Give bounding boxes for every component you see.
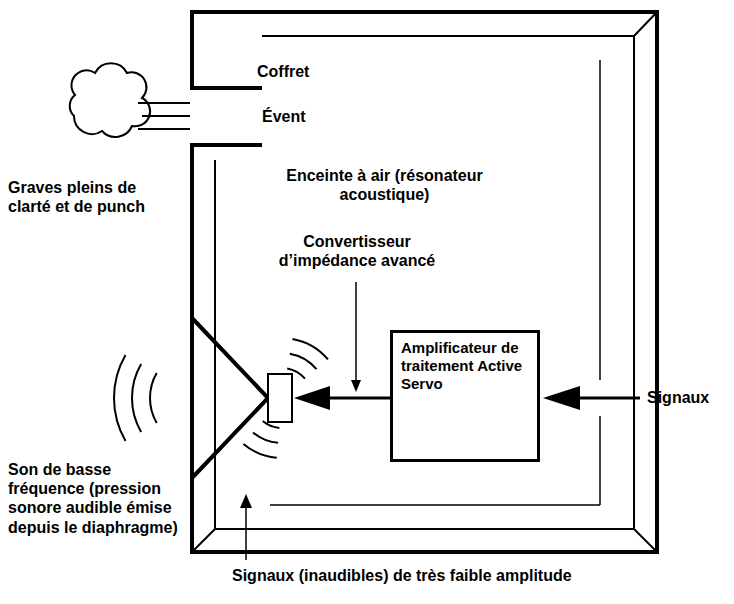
sound-wave [132,364,141,432]
leader-line [355,282,357,382]
sound-wave [287,368,305,378]
sound-wave [114,355,126,441]
cabinet-wall [192,12,657,552]
part-label: Coffret [257,62,309,81]
signal-arrow [325,397,390,400]
part-label: Convertisseur d’impédance avancé [262,232,452,270]
arrow-head [240,494,252,508]
air-flow-line [138,102,190,104]
cabinet-bevel [215,36,634,529]
arrow-head [294,386,330,410]
air-flow-line [138,128,190,130]
cabinet-bevel [270,504,600,506]
vent-wall [190,143,262,147]
vent-wall [190,86,262,90]
air-cloud [70,63,150,137]
sound-wave [253,432,278,442]
amplifier-box: Amplificateur de traitement Active Servo [390,330,540,462]
cabinet-bevel [599,416,601,505]
arrow-head [351,380,361,392]
signal-label: Signaux (inaudibles) de très faible ampl… [232,566,572,585]
sound-wave [290,354,317,369]
effect-label: Graves pleins de clarté et de punch [8,178,176,216]
part-label: Enceinte à air (résonateur acoustique) [272,166,497,204]
air-flow-line [142,115,190,117]
signal-arrow [575,397,640,400]
part-label: Évent [262,107,306,126]
sound-wave [292,339,328,360]
arrow-head [543,386,580,410]
cabinet-bevel [599,60,601,380]
sound-waves [114,339,328,458]
leader-line [245,505,247,560]
cabinet-bevel [634,529,657,552]
cabinet-bevel [214,160,216,300]
voice-coil [268,374,292,422]
effect-label: Son de basse fréquence (pression sonore … [8,460,184,537]
sound-wave [150,373,157,423]
sound-wave [243,444,276,458]
sound-wave [263,421,280,428]
signal-label: Signaux [647,388,709,407]
speaker-cone [192,318,268,478]
cabinet-bevel [634,12,657,36]
cabinet-bevel [192,529,215,552]
box-text: Amplificateur de traitement Active Servo [401,339,529,393]
